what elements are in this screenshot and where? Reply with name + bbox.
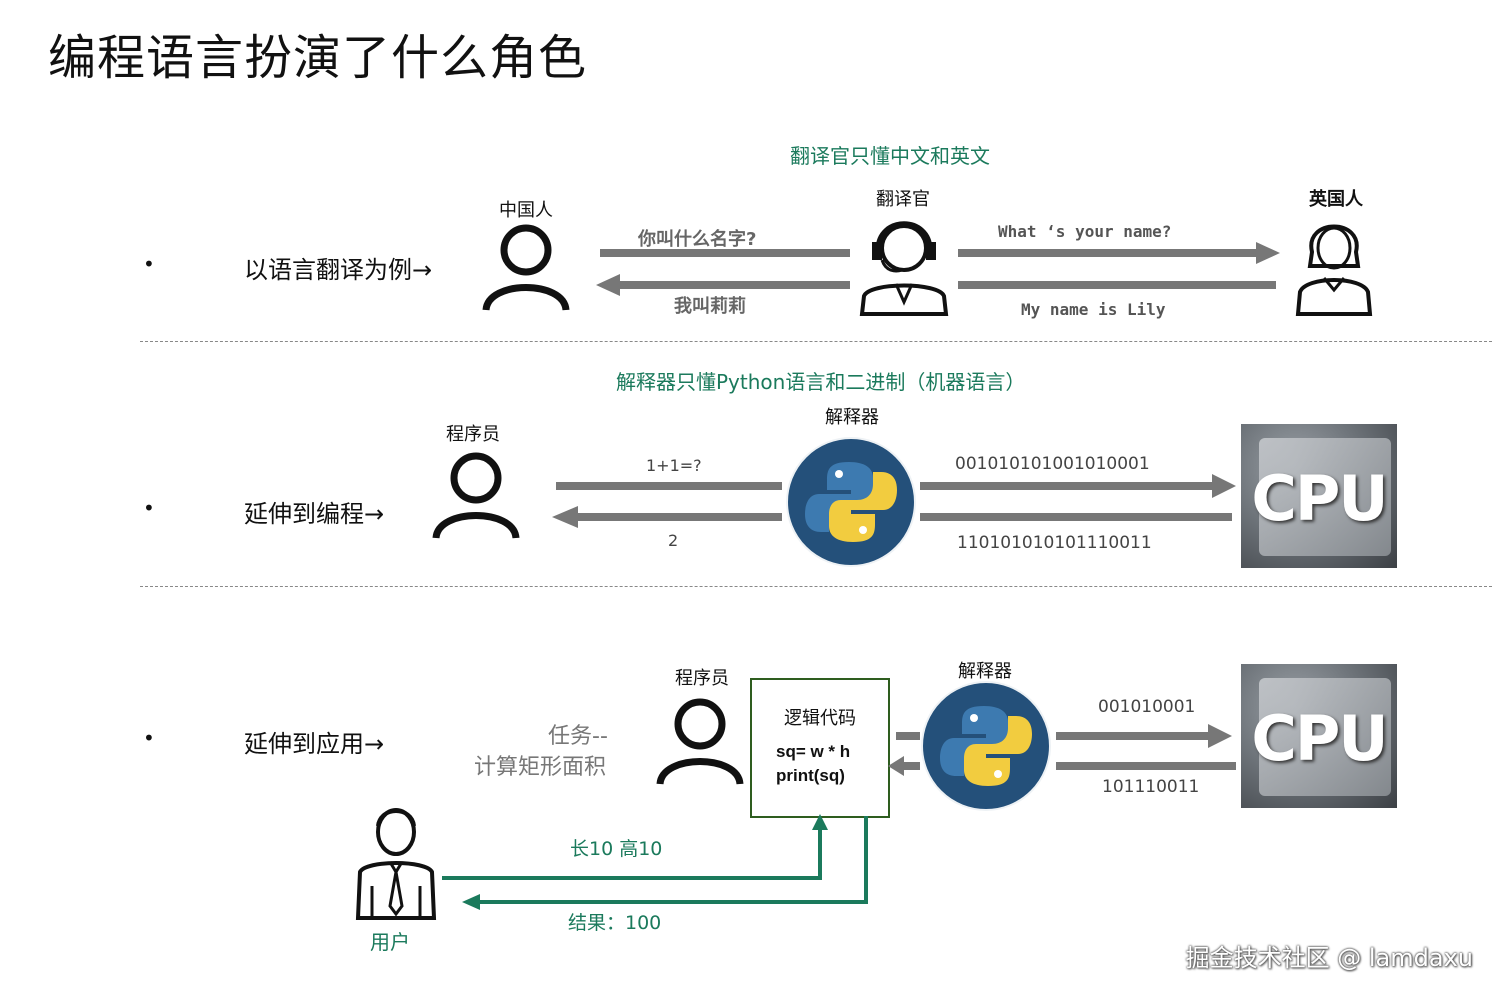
arrow-right-head bbox=[1208, 724, 1232, 748]
section3-cpu-arrows bbox=[1056, 724, 1236, 770]
interpreter-label: 解释器 bbox=[825, 407, 879, 428]
bullet-2: • bbox=[143, 496, 155, 520]
cpu-label: CPU bbox=[1251, 702, 1388, 775]
code-interpreter-arrows bbox=[888, 732, 920, 776]
woman-icon bbox=[1295, 224, 1373, 316]
s2-right-top-msg: 001010101001010001 bbox=[955, 454, 1150, 474]
interpreter-label-3: 解释器 bbox=[958, 661, 1012, 682]
person-icon bbox=[656, 698, 744, 785]
s2-right-bottom-msg: 110101010101110011 bbox=[957, 533, 1152, 553]
s3-right-bottom-msg: 101110011 bbox=[1102, 777, 1200, 797]
code-box-title: 逻辑代码 bbox=[784, 708, 856, 729]
divider-2 bbox=[140, 586, 1492, 587]
person-icon bbox=[482, 224, 570, 311]
divider-1 bbox=[140, 341, 1492, 342]
translator-label: 翻译官 bbox=[876, 189, 930, 210]
headset-translator-icon bbox=[859, 221, 949, 316]
python-logo-icon bbox=[921, 681, 1051, 811]
programmer-label: 程序员 bbox=[446, 424, 500, 445]
s1-right-top-msg: What ‘s your name? bbox=[998, 222, 1172, 241]
section3-row-label: 延伸到应用→ bbox=[244, 730, 385, 758]
section2-note: 解释器只懂Python语言和二进制（机器语言） bbox=[616, 370, 1026, 394]
task-line1: 任务-- bbox=[548, 724, 608, 749]
task-line2: 计算矩形面积 bbox=[474, 755, 607, 780]
input-msg: 长10 高10 bbox=[570, 838, 663, 860]
code-text: sq= w * h print(sq) bbox=[776, 740, 850, 788]
programmer-label-3: 程序员 bbox=[675, 668, 729, 689]
bullet-3: • bbox=[143, 726, 155, 750]
person-icon bbox=[432, 452, 520, 539]
python-logo-icon bbox=[786, 437, 916, 567]
bullet-1: • bbox=[143, 252, 155, 276]
section1-arrows bbox=[596, 242, 1280, 296]
s3-right-top-msg: 001010001 bbox=[1098, 697, 1196, 717]
s1-right-bottom-msg: My name is Lily bbox=[1021, 300, 1166, 319]
result-msg: 结果：100 bbox=[568, 912, 662, 934]
s1-left-top-msg: 你叫什么名字? bbox=[638, 229, 757, 250]
logic-code-box: 逻辑代码 sq= w * h print(sq) bbox=[750, 678, 890, 818]
arrow-up-head bbox=[812, 814, 828, 830]
section2-arrows bbox=[552, 474, 1236, 528]
page-title: 编程语言扮演了什么角色 bbox=[48, 30, 588, 86]
watermark: 掘金技术社区 @ lamdaxu bbox=[1185, 944, 1473, 972]
section2-row-label: 延伸到编程→ bbox=[244, 500, 385, 528]
code-line-2: print(sq) bbox=[776, 766, 845, 785]
arrow-left-head bbox=[552, 506, 578, 528]
cpu-chip-image: CPU bbox=[1241, 664, 1397, 808]
english-person-label: 英国人 bbox=[1309, 189, 1363, 210]
cpu-chip-image: CPU bbox=[1241, 424, 1397, 568]
user-label: 用户 bbox=[370, 930, 410, 954]
section1-row-label: 以语言翻译为例→ bbox=[244, 256, 433, 284]
chinese-person-label: 中国人 bbox=[499, 200, 553, 221]
businessman-user-icon bbox=[355, 808, 437, 920]
arrow-left-head bbox=[462, 894, 480, 910]
s1-left-bottom-msg: 我叫莉莉 bbox=[674, 296, 746, 317]
input-flow-line bbox=[442, 826, 822, 880]
s2-left-bottom-msg: 2 bbox=[668, 531, 679, 550]
arrow-right-head bbox=[1212, 474, 1236, 498]
arrow-left-head bbox=[596, 274, 620, 296]
section1-note: 翻译官只懂中文和英文 bbox=[790, 144, 990, 168]
code-line-1: sq= w * h bbox=[776, 742, 851, 761]
user-flow-arrows bbox=[442, 814, 868, 910]
arrow-right-head bbox=[1256, 242, 1280, 264]
result-flow-line bbox=[478, 816, 868, 904]
cpu-label: CPU bbox=[1251, 462, 1388, 535]
s2-left-top-msg: 1+1=? bbox=[646, 456, 702, 475]
arrow-left-head bbox=[888, 756, 904, 776]
